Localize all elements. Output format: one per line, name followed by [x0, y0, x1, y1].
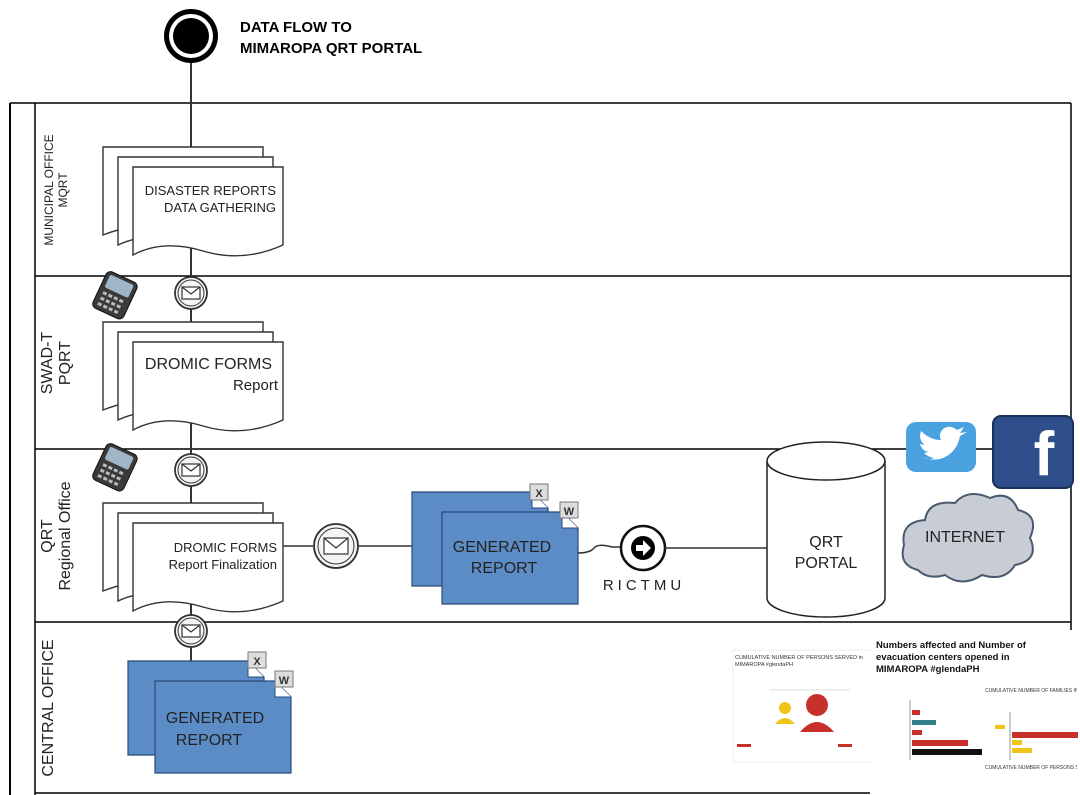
chart-bar [912, 730, 922, 735]
chart-bar [912, 740, 968, 746]
doc-regional-line2: Report Finalization [169, 557, 277, 572]
mobile-phone-icon [90, 269, 140, 322]
lane-label-municipal: MUNICIPAL OFFICE MQRT [42, 134, 70, 245]
chart-bar [912, 710, 920, 715]
doc-municipal-line2: DATA GATHERING [164, 200, 276, 215]
internet-cloud-icon: INTERNET [901, 493, 1034, 583]
start-event-icon [164, 9, 218, 63]
lane-municipal-line1: MUNICIPAL OFFICE [42, 134, 56, 245]
chart-bar [1012, 740, 1022, 745]
qrt-portal-database-icon: QRT PORTAL [766, 441, 886, 618]
facebook-icon: f [992, 415, 1074, 489]
excel-file-icon [247, 651, 267, 669]
portal-label-line1: QRT [809, 534, 843, 551]
doc-municipal-line1: DISASTER REPORTS [145, 183, 277, 198]
generated-report-regional: X W GENERATED REPORT [411, 483, 579, 605]
chart-bar [912, 720, 936, 725]
lane-swadt-line2: PQRT [57, 341, 74, 385]
word-file-icon [559, 501, 579, 519]
lane-central-line1: CENTRAL OFFICE [40, 639, 57, 776]
lane-label-swadt: SWAD-T PQRT [39, 332, 74, 395]
doc-swadt-line1: DROMIC FORMS [145, 356, 272, 373]
facebook-letter: f [1034, 420, 1055, 489]
swimlane-pool [9, 102, 1072, 795]
rictmu-label: RICTMU [603, 577, 685, 594]
infographic-persons-served: CUMULATIVE NUMBER OF PERSONS SERVED in M… [732, 649, 874, 763]
message-envelope-icon [313, 523, 359, 569]
word-file-icon [274, 670, 294, 688]
message-envelope-icon [174, 276, 208, 310]
lane-label-regional: QRT Regional Office [39, 481, 74, 590]
lane-label-central: CENTRAL OFFICE [40, 639, 57, 776]
infographic-families-title: CUMULATIVE NUMBER OF FAMILIES IN MIMAROP… [985, 688, 1077, 694]
infographic-left-title: CUMULATIVE NUMBER OF PERSONS SERVED in M… [735, 655, 863, 668]
internet-label: INTERNET [925, 529, 1005, 546]
lane-swadt-line1: SWAD-T [39, 332, 56, 395]
infographic-evacuation-centers: Numbers affected and Number of evacuatio… [872, 630, 1080, 795]
document-stack-swadt: DROMIC FORMS Report [102, 321, 284, 432]
generated-report-regional-line1: GENERATED [453, 539, 551, 556]
flow-connector [577, 544, 621, 554]
rictmu-intermediate-event-icon [619, 524, 667, 572]
document-stack-municipal: DISASTER REPORTS DATA GATHERING [102, 146, 284, 257]
excel-badge-label: X [535, 488, 543, 500]
lane-municipal-line2: MQRT [56, 172, 70, 208]
infographic-persons-title: CUMULATIVE NUMBER OF PERSONS SERVED [985, 765, 1077, 771]
generated-report-central-line1: GENERATED [166, 710, 264, 727]
word-badge-label: W [279, 675, 290, 687]
chart-bar [1012, 732, 1078, 738]
infographic-right-title: Numbers affected and Number of evacuatio… [876, 640, 1026, 675]
word-badge-label: W [564, 506, 575, 518]
lane-regional-line2: Regional Office [57, 481, 74, 590]
doc-swadt-line2: Report [233, 377, 279, 394]
arrow-right-icon [636, 540, 651, 556]
generated-report-central-line2: REPORT [176, 732, 243, 749]
message-envelope-icon [174, 614, 208, 648]
message-envelope-icon [174, 453, 208, 487]
document-stack-regional: DROMIC FORMS Report Finalization [102, 502, 284, 613]
person-icon [779, 702, 791, 714]
diagram-title-line1: DATA FLOW TO [240, 19, 352, 36]
generated-report-regional-line2: REPORT [471, 560, 538, 577]
diagram-title-line2: MIMAROPA QRT PORTAL [240, 40, 422, 57]
person-icon [806, 694, 828, 716]
excel-badge-label: X [253, 656, 261, 668]
generated-report-central: X W GENERATED REPORT [127, 651, 294, 774]
doc-regional-line1: DROMIC FORMS [174, 540, 278, 555]
twitter-icon [906, 422, 976, 472]
portal-label-line2: PORTAL [795, 555, 858, 572]
chart-bar [912, 749, 982, 755]
lane-regional-line1: QRT [39, 519, 56, 553]
excel-file-icon [529, 483, 549, 501]
chart-bar [1012, 748, 1032, 753]
